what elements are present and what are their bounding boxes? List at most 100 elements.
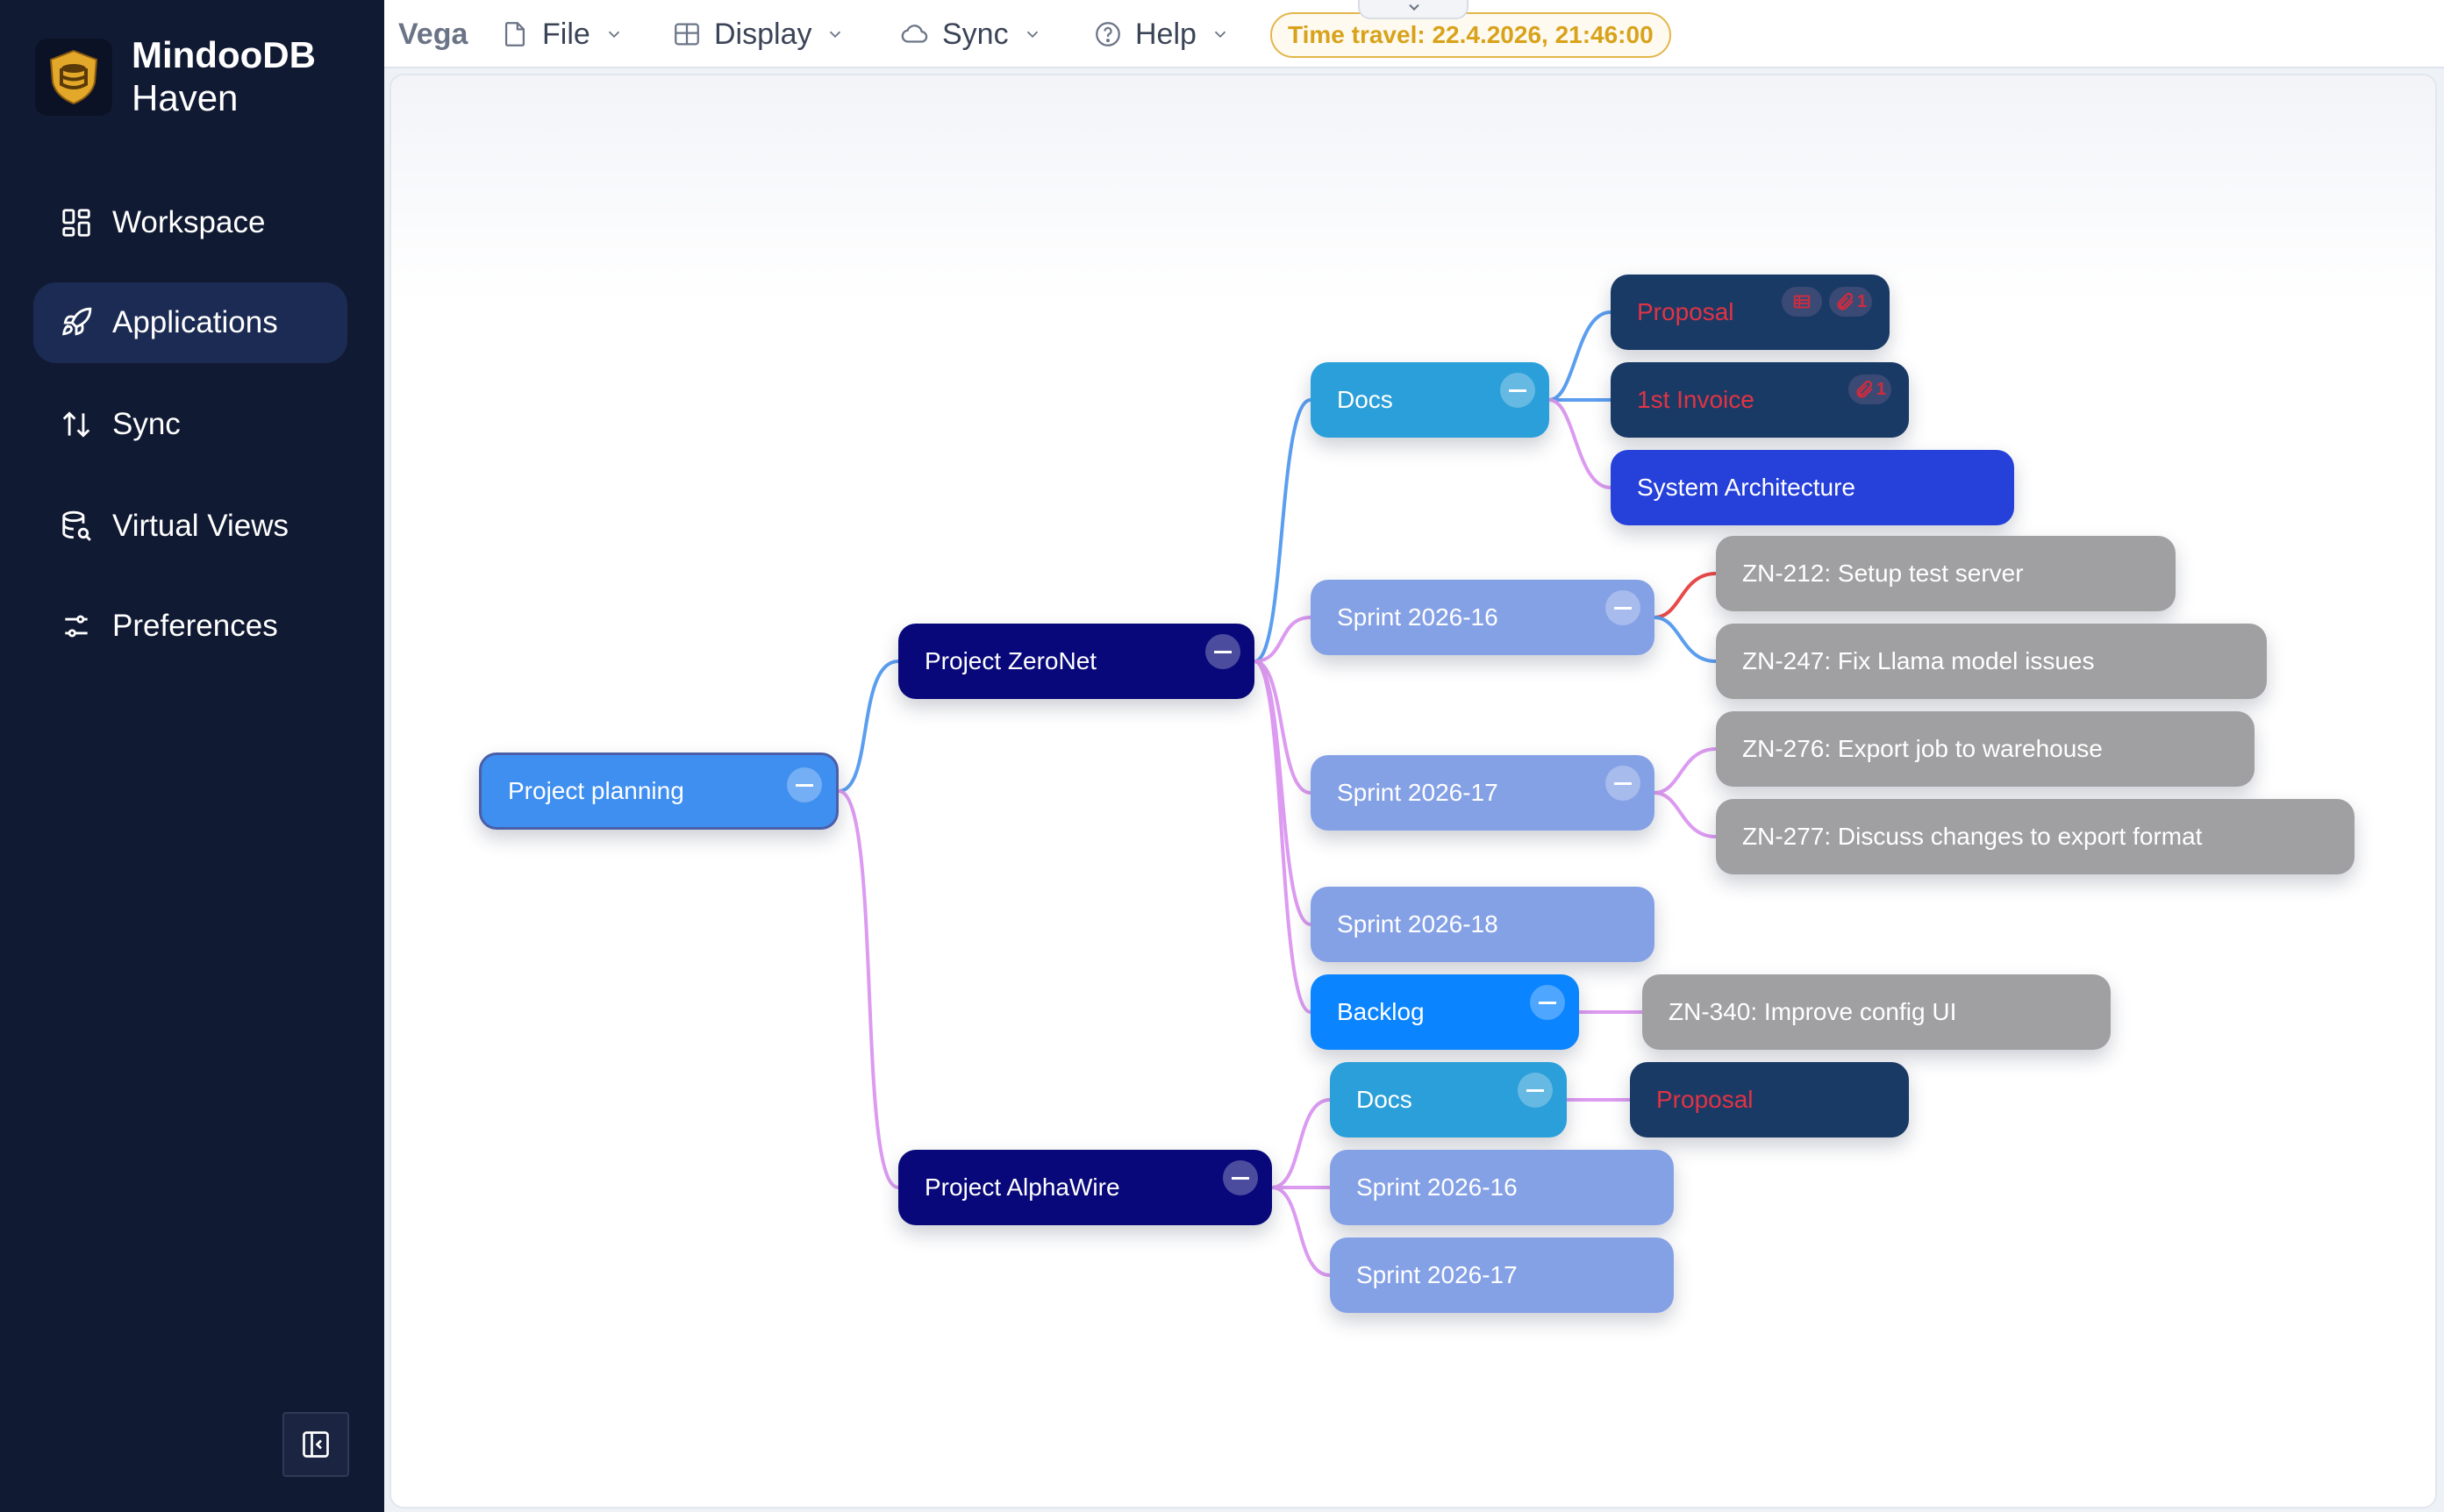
table-icon bbox=[1793, 295, 1811, 309]
link-sprint17-zn277 bbox=[1654, 791, 1717, 838]
node-zeronet-sprint-2026-18[interactable]: Sprint 2026-18 bbox=[1311, 887, 1654, 962]
collapse-icon[interactable] bbox=[1605, 766, 1640, 801]
sidebar-item-virtual-views[interactable]: Virtual Views bbox=[33, 486, 347, 567]
collapse-icon[interactable] bbox=[1605, 590, 1640, 625]
sliders-icon bbox=[65, 615, 88, 638]
node-task-zn-340[interactable]: ZN-340: Improve config UI bbox=[1642, 974, 2111, 1050]
node-label: Proposal bbox=[1637, 298, 1734, 325]
node-label: Backlog bbox=[1337, 998, 1425, 1025]
node-project-alphawire[interactable]: Project AlphaWire bbox=[898, 1150, 1272, 1225]
attachment-count: 1 bbox=[1876, 379, 1886, 399]
collapse-icon[interactable] bbox=[787, 767, 822, 802]
menu-display[interactable]: Display bbox=[672, 14, 845, 54]
menu-label: Sync bbox=[942, 17, 1009, 51]
attachment-badge[interactable]: 1 bbox=[1847, 374, 1891, 404]
node-zeronet-docs[interactable]: Docs bbox=[1311, 362, 1549, 438]
node-label: ZN-212: Setup test server bbox=[1742, 560, 2024, 587]
collapse-icon[interactable] bbox=[1518, 1073, 1553, 1108]
sidebar-item-label: Sync bbox=[112, 407, 181, 441]
link-sprint17-zn276 bbox=[1654, 747, 1717, 795]
node-zeronet-sprint-2026-17[interactable]: Sprint 2026-17 bbox=[1311, 755, 1654, 831]
node-alphawire-sprint-2026-17[interactable]: Sprint 2026-17 bbox=[1330, 1237, 1674, 1313]
attachment-count: 1 bbox=[1856, 291, 1867, 311]
node-label: 1st Invoice bbox=[1637, 386, 1754, 413]
rocket-icon bbox=[62, 307, 92, 336]
node-label: ZN-276: Export job to warehouse bbox=[1742, 735, 2103, 762]
node-zeronet-sprint-2026-16[interactable]: Sprint 2026-16 bbox=[1311, 580, 1654, 655]
link-alphawire-docs bbox=[1271, 1098, 1331, 1189]
node-project-planning[interactable]: Project planning bbox=[479, 752, 839, 830]
node-label: Project AlphaWire bbox=[925, 1173, 1120, 1201]
brand-title: MindooDB bbox=[132, 34, 316, 75]
sidebar-item-label: Virtual Views bbox=[112, 509, 289, 543]
collapse-icon[interactable] bbox=[1205, 634, 1240, 669]
menu-help[interactable]: Help bbox=[1093, 14, 1230, 54]
collapse-icon[interactable] bbox=[1500, 373, 1535, 408]
link-sprint16-zn212 bbox=[1654, 572, 1717, 619]
node-label: Sprint 2026-17 bbox=[1356, 1261, 1518, 1288]
node-label: ZN-277: Discuss changes to export format bbox=[1742, 823, 2203, 850]
mindmap-connections bbox=[838, 310, 1717, 1277]
link-root-alphawire bbox=[838, 789, 899, 1189]
database-search-icon bbox=[62, 510, 91, 541]
link-alphawire-sprint17 bbox=[1271, 1186, 1331, 1277]
menu-label: Display bbox=[714, 17, 812, 51]
time-travel-label: Time travel: 22.4.2026, 21:46:00 bbox=[1288, 21, 1654, 48]
node-task-zn-247[interactable]: ZN-247: Fix Llama model issues bbox=[1716, 624, 2267, 699]
attachment-badge[interactable]: 1 bbox=[1828, 287, 1872, 317]
node-badges: 1 bbox=[1841, 374, 1891, 404]
paperclip-icon bbox=[1837, 292, 1854, 310]
sidebar-item-applications[interactable]: Applications bbox=[33, 282, 347, 363]
chevron-down-icon bbox=[1409, 4, 1419, 11]
sidebar-item-label: Preferences bbox=[112, 609, 278, 643]
table-badge[interactable] bbox=[1781, 287, 1822, 317]
app-name: Vega bbox=[398, 18, 468, 51]
node-label: Proposal bbox=[1656, 1086, 1754, 1113]
help-circle-icon bbox=[1096, 22, 1120, 46]
node-doc-proposal[interactable]: Proposal 1 bbox=[1611, 275, 1890, 350]
sidebar-item-workspace[interactable]: Workspace bbox=[33, 182, 347, 263]
chevron-down-icon bbox=[608, 31, 619, 39]
node-doc-1st-invoice[interactable]: 1st Invoice 1 bbox=[1611, 362, 1909, 438]
canvas-fade bbox=[391, 75, 2435, 303]
collapse-icon[interactable] bbox=[1530, 985, 1565, 1020]
menu-sync[interactable]: Sync bbox=[900, 14, 1042, 54]
collapse-icon[interactable] bbox=[1223, 1160, 1258, 1195]
mindmap-canvas[interactable]: Project planning Project ZeroNet Docs Pr… bbox=[389, 74, 2437, 1508]
panel-collapse-icon bbox=[303, 1431, 329, 1458]
node-task-zn-276[interactable]: ZN-276: Export job to warehouse bbox=[1716, 711, 2255, 787]
node-project-zeronet[interactable]: Project ZeroNet bbox=[898, 624, 1254, 699]
app-logo bbox=[35, 39, 112, 116]
sidebar-item-preferences[interactable]: Preferences bbox=[33, 586, 347, 667]
sidebar-item-label: Workspace bbox=[112, 205, 266, 239]
link-zeronet-docs bbox=[1254, 398, 1311, 663]
node-alphawire-docs[interactable]: Docs bbox=[1330, 1062, 1567, 1138]
collapse-sidebar-button[interactable] bbox=[282, 1412, 349, 1477]
arrows-up-down-icon bbox=[62, 411, 90, 438]
toolbar-pull-tab[interactable] bbox=[1358, 0, 1469, 19]
link-sprint16-zn247 bbox=[1654, 616, 1717, 663]
node-doc-system-architecture[interactable]: System Architecture bbox=[1611, 450, 2014, 525]
node-zeronet-backlog[interactable]: Backlog bbox=[1311, 974, 1579, 1050]
node-label: Sprint 2026-17 bbox=[1337, 779, 1498, 806]
node-task-zn-277[interactable]: ZN-277: Discuss changes to export format bbox=[1716, 799, 2355, 874]
paperclip-icon bbox=[1856, 380, 1873, 398]
time-travel-badge[interactable]: Time travel: 22.4.2026, 21:46:00 bbox=[1270, 12, 1671, 58]
node-alphawire-sprint-2026-16[interactable]: Sprint 2026-16 bbox=[1330, 1150, 1674, 1225]
sidebar: MindooDB Haven Workspace Applications Sy… bbox=[0, 0, 384, 1512]
node-label: Docs bbox=[1337, 386, 1393, 413]
node-label: System Architecture bbox=[1637, 474, 1855, 501]
link-zeronet-sprint16 bbox=[1254, 616, 1311, 663]
brand-subtitle: Haven bbox=[132, 77, 239, 118]
menu-label: Help bbox=[1135, 17, 1197, 51]
node-alphawire-doc-proposal[interactable]: Proposal bbox=[1630, 1062, 1909, 1138]
node-label: Sprint 2026-16 bbox=[1356, 1173, 1518, 1201]
link-docs-proposal bbox=[1548, 310, 1611, 402]
node-label: Project ZeroNet bbox=[925, 647, 1097, 674]
node-badges: 1 bbox=[1775, 287, 1872, 317]
sidebar-item-sync[interactable]: Sync bbox=[33, 384, 347, 465]
database-shield-icon bbox=[49, 49, 98, 105]
menu-file[interactable]: File bbox=[500, 14, 624, 54]
node-task-zn-212[interactable]: ZN-212: Setup test server bbox=[1716, 536, 2176, 611]
top-toolbar: Vega File Display Sync Help Time travel:… bbox=[384, 0, 2444, 68]
